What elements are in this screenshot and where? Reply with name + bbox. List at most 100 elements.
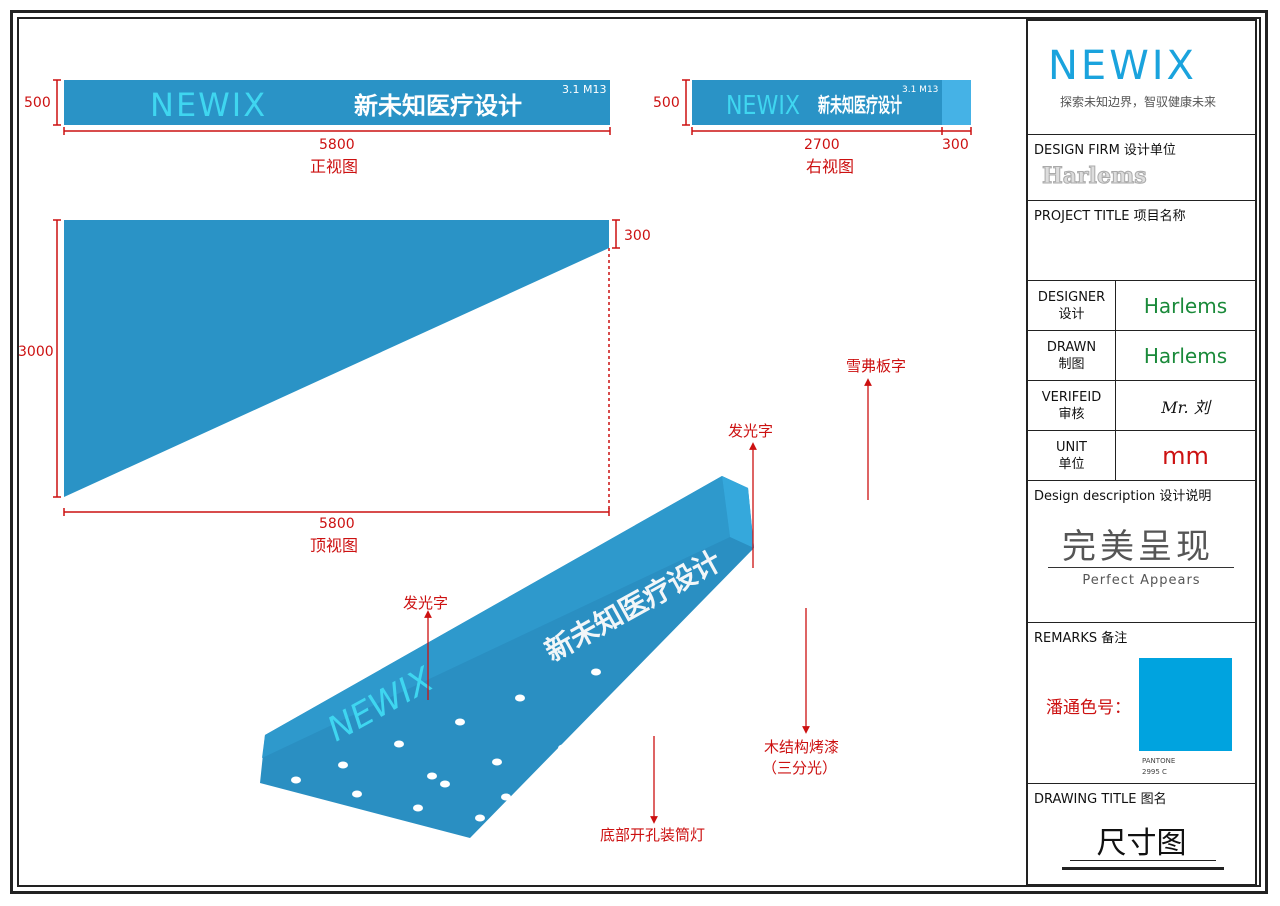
downlight bbox=[558, 744, 568, 752]
designer-value: Harlems bbox=[1143, 293, 1228, 318]
unit-value: mm bbox=[1162, 441, 1209, 470]
front-room-number: 3.1 M13 bbox=[562, 83, 606, 96]
pantone-name: PANTONE bbox=[1142, 757, 1176, 765]
downlight bbox=[549, 769, 559, 777]
right-height-dim: 500 bbox=[653, 95, 680, 111]
pantone-label: 潘通色号： bbox=[1046, 698, 1131, 718]
unit-label-en: UNIT bbox=[1055, 439, 1087, 455]
callout-glow-letters-logo: 发光字 bbox=[403, 594, 448, 612]
drawing-title-value: 尺寸图 bbox=[1096, 826, 1187, 861]
design-firm-label: DESIGN FIRM 设计单位 bbox=[1034, 143, 1176, 158]
callout-wood-paint-sub: （三分光） bbox=[762, 759, 837, 777]
downlight bbox=[747, 611, 757, 619]
top-end-dim: 300 bbox=[624, 228, 651, 244]
downlight bbox=[515, 694, 525, 702]
downlight bbox=[455, 718, 465, 726]
designer-label-en: DESIGNER bbox=[1037, 289, 1106, 305]
sign-front-face bbox=[262, 476, 730, 758]
pantone-swatch bbox=[1139, 658, 1232, 751]
downlight bbox=[535, 824, 545, 832]
verified-label-cn: 审核 bbox=[1058, 406, 1085, 422]
design-desc-divider bbox=[1048, 567, 1234, 568]
front-company-name: 新未知医疗设计 bbox=[354, 92, 522, 120]
top-view-caption: 顶视图 bbox=[310, 536, 358, 555]
downlight bbox=[572, 794, 582, 802]
drawn-label-cn: 制图 bbox=[1058, 356, 1085, 372]
right-logo: NEWIX bbox=[726, 91, 800, 121]
downlight bbox=[492, 758, 502, 766]
sign-end-face bbox=[722, 476, 754, 548]
callout-pvc-letters: 雪弗板字 bbox=[846, 357, 906, 375]
title-underline-thin bbox=[1070, 860, 1216, 861]
project-title-cell: PROJECT TITLE 项目名称 bbox=[1028, 201, 1255, 281]
downlight bbox=[338, 761, 348, 769]
drawing-title-cell: DRAWING TITLE 图名 尺寸图 bbox=[1028, 784, 1255, 886]
drawn-label-en: DRAWN bbox=[1046, 339, 1097, 355]
downlight bbox=[475, 814, 485, 822]
right-view: NEWIX 新未知医疗设计 3.1 M13 500 2700 300 右视图 bbox=[653, 79, 972, 176]
title-underline-thick bbox=[1062, 867, 1224, 870]
downlight bbox=[427, 772, 437, 780]
verified-label-en: VERIFEID bbox=[1041, 389, 1102, 405]
downlight bbox=[440, 780, 450, 788]
logo-cell: NEWIX 探索未知边界，智驭健康未来 bbox=[1028, 21, 1255, 135]
3d-room-number: 3.1 M13 bbox=[821, 479, 889, 528]
outer-frame bbox=[10, 10, 1268, 894]
perspective-view: NEWIX 新未知医疗设计 3.1 M13 发光字 发光字 雪弗板字 木结构烤漆… bbox=[260, 357, 906, 844]
right-room-number: 3.1 M13 bbox=[902, 85, 938, 95]
front-view: NEWIX 新未知医疗设计 3.1 M13 500 5800 正视图 bbox=[24, 79, 611, 176]
unit-label-cn: 单位 bbox=[1058, 456, 1085, 472]
downlight bbox=[686, 703, 696, 711]
right-company-name: 新未知医疗设计 bbox=[818, 93, 902, 117]
designer-label-cn: 设计 bbox=[1058, 306, 1085, 322]
downlight bbox=[352, 790, 362, 798]
front-view-caption: 正视图 bbox=[310, 157, 358, 176]
right-sign-panel bbox=[692, 80, 942, 125]
downlight bbox=[591, 668, 601, 676]
callout-downlights: 底部开孔装筒灯 bbox=[600, 826, 705, 844]
design-desc-calligraphy: 完美呈现 bbox=[1062, 527, 1214, 567]
remarks-label: REMARKS 备注 bbox=[1034, 631, 1128, 646]
downlight bbox=[840, 579, 850, 587]
callout-glow-letters-name: 发光字 bbox=[728, 422, 773, 440]
drawn-value: Harlems bbox=[1143, 343, 1228, 368]
downlights bbox=[291, 579, 850, 832]
downlight bbox=[667, 642, 677, 650]
design-firm-cell: DESIGN FIRM 设计单位 Harlems bbox=[1028, 135, 1255, 201]
right-sign-end bbox=[942, 80, 971, 125]
right-view-caption: 右视图 bbox=[806, 157, 854, 176]
downlight bbox=[413, 804, 423, 812]
inner-frame bbox=[17, 17, 1261, 887]
callout-wood-paint: 木结构烤漆 bbox=[764, 738, 839, 756]
downlight bbox=[394, 740, 404, 748]
pantone-code: 2995 C bbox=[1142, 768, 1167, 776]
verified-signature: Mr. 刘 bbox=[1161, 397, 1210, 417]
top-width-dim: 5800 bbox=[319, 516, 355, 532]
downlight bbox=[614, 758, 624, 766]
top-view-shape bbox=[64, 220, 609, 497]
right-width-dim: 2700 bbox=[804, 137, 840, 153]
front-height-dim: 500 bbox=[24, 95, 51, 111]
design-desc-label: Design description 设计说明 bbox=[1034, 489, 1212, 504]
design-desc-en: Perfect Appears bbox=[1082, 573, 1201, 588]
remarks-cell: REMARKS 备注 潘通色号： PANTONE 2995 C bbox=[1028, 623, 1255, 784]
front-logo: NEWIX bbox=[150, 86, 267, 124]
top-view: 3000 300 5800 顶视图 bbox=[18, 219, 651, 555]
top-height-dim: 3000 bbox=[18, 344, 54, 360]
slogan: 探索未知边界，智驭健康未来 bbox=[1060, 95, 1217, 109]
design-firm-value: Harlems bbox=[1042, 163, 1148, 190]
design-description-cell: Design description 设计说明 完美呈现 Perfect App… bbox=[1028, 481, 1255, 623]
drawing-title-label: DRAWING TITLE 图名 bbox=[1034, 792, 1167, 807]
project-title-label: PROJECT TITLE 项目名称 bbox=[1034, 209, 1186, 224]
downlight bbox=[291, 776, 301, 784]
title-logo: NEWIX bbox=[1048, 43, 1197, 89]
front-sign-panel bbox=[64, 80, 610, 125]
front-width-dim: 5800 bbox=[319, 137, 355, 153]
downlight bbox=[501, 793, 511, 801]
title-block: NEWIX 探索未知边界，智驭健康未来 DESIGN FIRM 设计单位 Har… bbox=[1026, 19, 1257, 886]
